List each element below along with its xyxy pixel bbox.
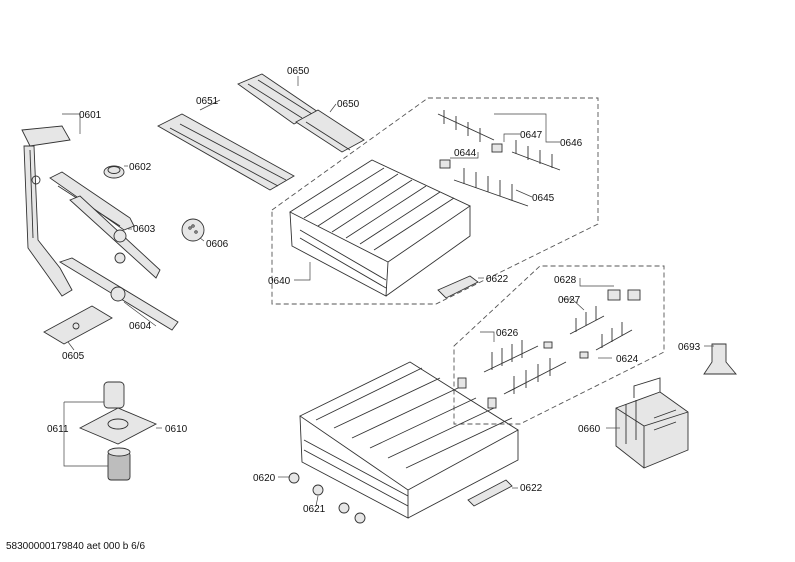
- upper-basket-0640: [289, 159, 471, 297]
- label-0624: 0624: [616, 354, 639, 365]
- label-0606: 0606: [206, 239, 229, 250]
- rack-parts-0644-0647: [439, 143, 503, 169]
- spray-arm-0603: [69, 195, 161, 279]
- label-0611: 0611: [47, 424, 69, 435]
- bracket-0693: [703, 343, 737, 375]
- supply-pipe: [21, 125, 73, 297]
- upper-basket-group-outline: [271, 97, 599, 305]
- label-0620: 0620: [253, 473, 276, 484]
- lower-spray-arm-0604: [58, 257, 179, 331]
- filter-plate-0605: [43, 305, 113, 345]
- lower-basket-0620: [299, 361, 519, 519]
- tine-row-0627: [569, 306, 633, 351]
- handle-0622-top: [437, 275, 479, 299]
- label-0610: 0610: [165, 424, 188, 435]
- clips-0628-0624: [543, 289, 641, 359]
- tine-rows-0645-0646: [437, 110, 561, 207]
- upper-spray-arm: [49, 171, 135, 231]
- spray-comb-0650-right: [295, 109, 365, 153]
- label-0693: 0693: [678, 342, 701, 353]
- label-0604: 0604: [129, 321, 152, 332]
- cutlery-basket-0660: [615, 377, 689, 469]
- label-0651: 0651: [196, 96, 219, 107]
- label-0622-bottom: 0622: [520, 483, 543, 494]
- lower-accessories-group-outline: [453, 265, 665, 425]
- label-0627: 0627: [558, 295, 581, 306]
- label-0626: 0626: [496, 328, 519, 339]
- filter-0610: [78, 381, 158, 445]
- label-0605: 0605: [62, 351, 85, 362]
- label-0622-top: 0622: [486, 274, 509, 285]
- label-0640: 0640: [268, 276, 291, 287]
- wheels-0621: [288, 472, 366, 524]
- label-0644: 0644: [454, 148, 477, 159]
- document-id-footer: 58300000179840 aet 000 b 6/6: [6, 541, 146, 552]
- tine-row-0626: [457, 340, 567, 409]
- nut-0602: [103, 165, 125, 179]
- label-0646: 0646: [560, 138, 583, 149]
- part-labels: 0601 0602 0603 0604 0605 0606 0610 0611 …: [47, 66, 701, 515]
- label-0650-top: 0650: [287, 66, 310, 77]
- label-0650-right: 0650: [337, 99, 360, 110]
- label-0647: 0647: [520, 130, 543, 141]
- label-0660: 0660: [578, 424, 601, 435]
- handle-0622-bottom: [467, 479, 513, 507]
- label-0602: 0602: [129, 162, 152, 173]
- cutlery-tray-0651: [157, 113, 295, 191]
- label-0645: 0645: [532, 193, 555, 204]
- label-0621: 0621: [303, 504, 326, 515]
- leader-lines: [62, 76, 714, 507]
- label-0628: 0628: [554, 275, 577, 286]
- label-0603: 0603: [133, 224, 156, 235]
- microfilter-0606: [181, 218, 205, 242]
- label-0601: 0601: [79, 110, 102, 121]
- filter-cylinder-0611: [107, 447, 131, 481]
